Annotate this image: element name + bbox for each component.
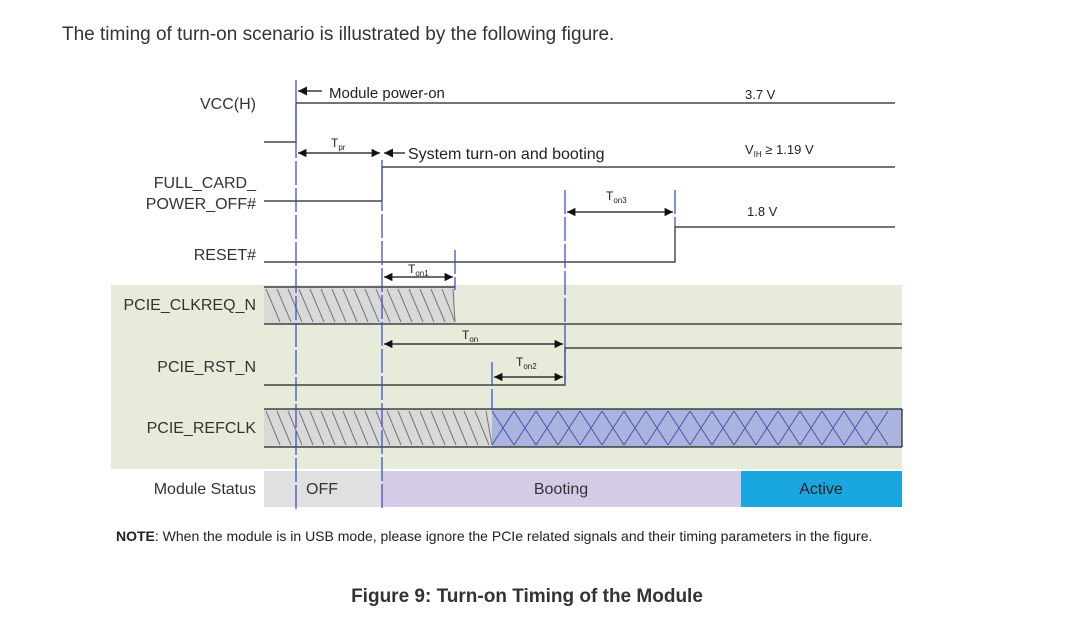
note-text: NOTE: When the module is in USB mode, pl… — [116, 528, 872, 544]
label-full-card-1: FULL_CARD_ — [154, 175, 257, 192]
voltage-vih: VIH ≥ 1.19 V — [745, 142, 814, 159]
wave-reset — [264, 226, 895, 263]
intro-text: The timing of turn-on scenario is illust… — [62, 24, 615, 45]
label-full-card-2: POWER_OFF# — [146, 196, 256, 213]
label-vcc: VCC(H) — [200, 96, 256, 113]
note-label: NOTE — [116, 528, 155, 544]
timing-ton1: Ton1 — [408, 262, 429, 278]
label-clkreq: PCIE_CLKREQ_N — [124, 297, 257, 314]
wave-vcc — [264, 102, 895, 143]
voltage-reset: 1.8 V — [747, 204, 778, 219]
status-booting-label: Booting — [534, 481, 588, 498]
timing-markers — [295, 80, 676, 510]
annotation-power-on: Module power-on — [329, 85, 445, 102]
status-active-label: Active — [799, 481, 843, 498]
note-body: : When the module is in USB mode, please… — [154, 528, 873, 544]
figure-caption: Figure 9: Turn-on Timing of the Module — [351, 586, 703, 607]
label-refclk: PCIE_REFCLK — [147, 420, 257, 437]
annotation-system-on: System turn-on and booting — [408, 146, 605, 163]
status-booting-segment — [382, 471, 741, 507]
label-rst: PCIE_RST_N — [157, 359, 256, 376]
status-off-label: OFF — [306, 481, 338, 498]
wave-full-card — [264, 166, 895, 202]
label-reset: RESET# — [194, 247, 256, 264]
timing-ton3: Ton3 — [606, 189, 627, 205]
voltage-vcc: 3.7 V — [745, 87, 776, 102]
timing-tpr: Tpr — [331, 136, 346, 152]
wave-refclk — [264, 408, 903, 448]
label-module-status: Module Status — [154, 481, 256, 498]
status-active-segment — [741, 471, 902, 507]
status-off-segment — [264, 471, 382, 507]
